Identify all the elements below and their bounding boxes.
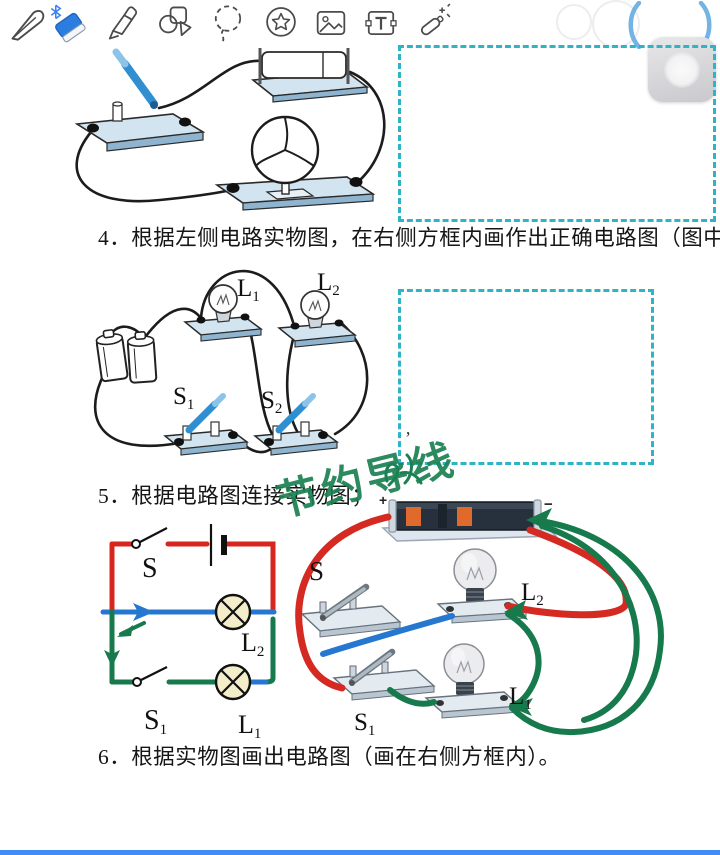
green-arrow-down — [104, 650, 120, 667]
green-trace — [109, 609, 276, 685]
blue-wire — [320, 613, 455, 657]
bulb-l1-component — [183, 284, 263, 342]
tool-button-lasso[interactable] — [208, 3, 248, 43]
green-arrow-L1 — [510, 698, 533, 716]
highlighter-icon — [108, 6, 138, 40]
label-L1: L1 — [509, 683, 532, 713]
switch-s2-component — [253, 393, 339, 456]
lasso-icon — [214, 5, 242, 43]
eraser-icon — [50, 4, 86, 43]
label-S: S — [309, 556, 324, 586]
tool-button-shapes[interactable] — [155, 3, 195, 43]
q4-circuit-diagram: L1 L2 S1 S2 — [93, 269, 369, 456]
switch-levers — [319, 583, 396, 686]
label-minus: − — [544, 496, 553, 513]
question-4-text: 4．根据左侧电路实物图，在右侧方框内画作出正确电路图（图中 — [98, 226, 720, 250]
bulb-symbol-L1 — [214, 663, 252, 701]
green-wires — [387, 519, 664, 736]
label-S1: S1 — [354, 709, 375, 739]
tool-button-image[interactable] — [311, 3, 351, 43]
toolbar — [0, 0, 720, 49]
bulb-l2-component — [277, 290, 357, 348]
label-L1: L1 — [237, 275, 260, 305]
eraser-band — [62, 23, 86, 43]
label-S2: S2 — [261, 387, 282, 417]
red-trace — [109, 541, 276, 615]
switch-component — [74, 48, 206, 152]
progress-bar[interactable] — [0, 850, 720, 855]
image-icon — [316, 10, 346, 35]
answer-box-2 — [398, 289, 654, 465]
tool-button-eraser[interactable] — [48, 3, 88, 43]
switch-symbol-S1 — [132, 666, 168, 687]
stray-comma-mark: ’ — [405, 428, 411, 448]
circuit-schematic: S L2 S1 L1 — [100, 524, 277, 742]
switch-symbol-S — [131, 527, 168, 549]
tool-button-sticker[interactable] — [261, 3, 301, 43]
switch-s1-component — [163, 393, 249, 456]
tool-button-highlighter[interactable] — [102, 3, 142, 43]
label-S1: S1 — [173, 383, 194, 413]
tool-button-laser[interactable] — [411, 3, 451, 43]
bulb-L1-component — [424, 643, 522, 719]
label-L2: L2 — [241, 628, 264, 660]
shapes-icon — [159, 6, 192, 37]
battery-cells — [95, 329, 158, 384]
sticker-icon — [266, 7, 296, 37]
motor-circuit-diagram — [74, 48, 386, 211]
label-S: S — [142, 553, 158, 584]
tool-button-pen[interactable] — [8, 3, 48, 43]
paren-left-icon — [628, 1, 642, 49]
label-S1: S1 — [144, 705, 167, 738]
answer-box-1 — [398, 45, 716, 222]
green-arrow-diag — [117, 625, 133, 637]
ghost-button — [556, 4, 592, 40]
assistive-touch-glow — [664, 52, 700, 88]
circuit-wires — [93, 269, 369, 454]
text-icon — [365, 11, 397, 35]
realistic-circuit: + − — [295, 492, 664, 739]
battery-symbol — [209, 524, 227, 566]
green-arrow-minus — [526, 508, 552, 532]
green-arrow-L2 — [504, 600, 528, 620]
bulb-symbol-L2 — [214, 593, 252, 631]
label-plus: + — [379, 492, 387, 508]
switch-S-component — [300, 597, 402, 638]
motor-fan-component — [214, 115, 376, 211]
battery-pack: + − — [379, 492, 558, 542]
pen-icon — [11, 10, 45, 41]
laser-pointer-icon — [420, 3, 451, 36]
handwriting-scribble — [384, 453, 423, 487]
label-L2: L2 — [317, 269, 340, 299]
red-wires — [295, 513, 630, 692]
label-L2: L2 — [521, 579, 544, 609]
bluetooth-indicator-icon — [50, 4, 62, 20]
circuit-wires — [75, 59, 386, 203]
battery-holder-component — [250, 48, 370, 103]
label-L1: L1 — [238, 710, 261, 742]
tool-button-text[interactable] — [361, 3, 401, 43]
question-5-text: 5．根据电路图连接实物图； — [98, 484, 374, 508]
question-6-text: 6．根据实物图画出电路图（画在右侧方框内）。 — [98, 745, 561, 769]
